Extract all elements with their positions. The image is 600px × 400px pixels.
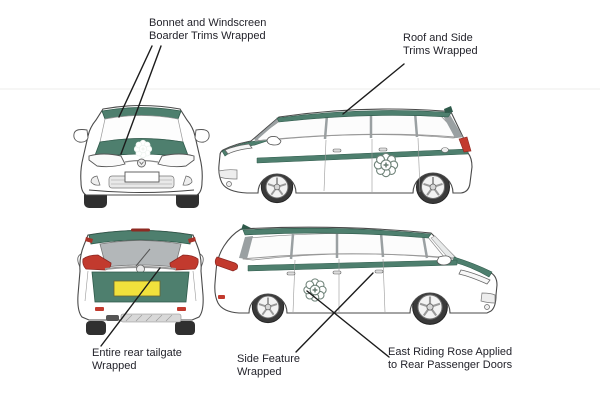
wheel [86,321,106,335]
brand-badge-icon [137,158,146,168]
annotation-line: Side Feature [237,353,300,365]
leader-roof [342,63,405,115]
annotation-line: Wrapped [237,366,282,378]
front-number-plate [124,171,160,183]
annotation-rear-tailgate: Entire rear tailgate Wrapped [92,347,182,373]
fog-lamp [484,304,490,310]
door-mirror [436,255,452,266]
annotation-east-riding-rose: East Riding Rose Applied to Rear Passeng… [388,346,512,372]
leader-lines [100,45,405,358]
door-handle [286,271,296,276]
roof-antenna-fin [241,224,251,230]
annotation-line: Bonnet and Windscreen [149,17,267,29]
leader-tailgate [100,267,161,347]
high-level-brake-light [131,228,150,232]
door-seams [292,258,386,313]
beltline-trim [254,133,456,142]
bumper-lip [88,189,195,193]
annotation-line: to Rear Passenger Doors [388,359,513,371]
wheel [175,321,195,335]
front-view-drawing [73,104,210,208]
door-handle [332,270,342,275]
annotation-line: Trims Wrapped [403,45,478,57]
rear-view-drawing [77,228,204,335]
annotation-line: Roof and Side [403,32,473,44]
side-stripe-wrap [247,259,458,272]
side-view-top-drawing [218,106,473,205]
leader-bonnet-1 [118,45,153,118]
door-seams [323,137,421,193]
diffuser-hatch [125,314,173,322]
fog-lamp [182,175,193,186]
beltline-trim [242,253,454,260]
fog-lamp [226,181,232,187]
door-mirror [194,129,210,143]
door-handle [332,148,342,153]
rear-windscreen [99,240,182,268]
bonnet-trim-wrap [452,256,493,278]
tail-light [214,256,239,272]
rear-number-plate [113,280,161,297]
door-handle [378,147,388,152]
side-view-bottom-drawing [214,224,498,326]
annotation-bonnet-windscreen: Bonnet and Windscreen Boarder Trims Wrap… [149,17,266,43]
headlight [458,269,491,285]
annotation-side-feature: Side Feature Wrapped [237,353,300,379]
annotation-line: East Riding Rose Applied [388,346,513,358]
annotation-roof-side-trims: Roof and Side Trims Wrapped [403,32,478,58]
windscreen [99,115,184,143]
bumper-reflector [218,295,225,299]
tail-light [458,136,472,153]
annotation-line: Boarder Trims Wrapped [149,30,266,42]
door-handle [374,269,384,274]
door-mirror [73,129,89,143]
annotation-line: Entire rear tailgate [92,347,182,359]
side-stripe-wrap [256,148,469,164]
window-pillars [254,111,419,141]
rear-wiper [135,248,151,267]
roof-corner-light [85,237,93,243]
headlight [88,153,126,168]
east-riding-rose-icon [133,139,153,159]
lower-diffuser [120,313,182,323]
body-creases [84,270,197,302]
roof-trim-wrap [276,110,452,123]
roof-trim-wrap [242,227,432,239]
headlight [157,153,195,168]
bumper-reflector [177,307,186,311]
east-riding-rose-icon [373,152,399,178]
roof-corner-light [188,237,196,243]
leader-bonnet-2 [120,45,162,155]
roof-antenna-fin [444,106,453,113]
fog-lamp [90,175,101,186]
bumper-intake [480,292,496,304]
fuel-cap [441,147,449,153]
badge-glyph [139,161,144,166]
bumper-intake [218,169,238,180]
rear-pillar [239,236,253,259]
annotation-line: Wrapped [92,360,137,372]
leader-rose [306,290,390,358]
door-mirror [266,136,282,146]
bumper-reflector [95,307,104,311]
rear-pillar [441,112,463,138]
exhaust [106,315,119,321]
headlight [224,143,253,155]
